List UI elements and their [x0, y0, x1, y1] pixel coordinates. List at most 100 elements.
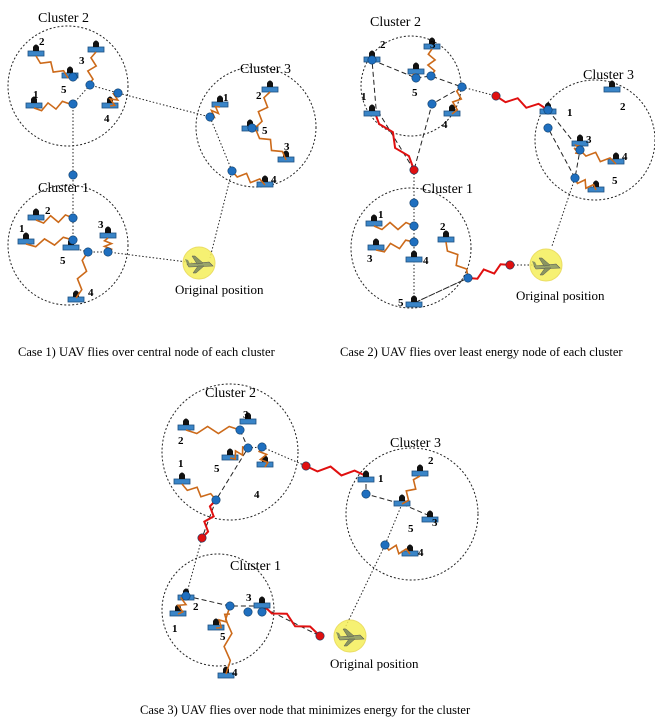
flight-path-dotted [343, 503, 403, 631]
waypoint-icon [457, 82, 467, 92]
sensor-node-icon [87, 40, 105, 53]
node-number: 3 [432, 517, 438, 529]
node-number: 2 [620, 101, 626, 113]
node-number: 1 [361, 91, 367, 103]
node-number: 4 [622, 151, 628, 163]
wireless-link-red [201, 499, 217, 539]
wireless-link-red [495, 95, 549, 111]
node-number: 4 [423, 255, 429, 267]
flight-path-dotted [185, 537, 203, 597]
node-number: 5 [612, 175, 618, 187]
wireless-link-red [373, 109, 415, 171]
node-number: 4 [88, 287, 94, 299]
waypoint-icon [409, 221, 419, 231]
node-number: 2 [380, 39, 386, 51]
waypoint-icon [247, 123, 257, 133]
cluster-title: Cluster 1 [230, 559, 281, 574]
flight-path-dashed [185, 595, 321, 637]
sensor-node-icon [405, 295, 423, 308]
waypoint-icon [205, 112, 215, 122]
node-number: 4 [232, 667, 238, 679]
waypoint-icon [68, 235, 78, 245]
node-number: 3 [98, 219, 104, 231]
wireless-link [375, 239, 415, 253]
node-number: 3 [79, 55, 85, 67]
wireless-link [255, 91, 271, 128]
waypoint-icon [85, 80, 95, 90]
waypoint-icon [543, 123, 553, 133]
uav-icon [182, 246, 216, 280]
waypoint-icon [211, 495, 221, 505]
node-number: 1 [378, 473, 384, 485]
node-number: 3 [367, 253, 373, 265]
cluster-boundary [161, 383, 299, 521]
sensor-node-icon [405, 250, 423, 263]
flight-path-dashed [201, 429, 249, 539]
wireless-link [426, 48, 437, 77]
waypoint-icon [68, 99, 78, 109]
node-number: 2 [256, 90, 262, 102]
sensor-node-icon [367, 238, 385, 251]
cluster-title: Cluster 2 [205, 386, 256, 401]
flight-path-dashed [413, 277, 469, 304]
uav-icon [333, 619, 367, 653]
waypoint-icon [380, 540, 390, 550]
waypoint-icon [367, 55, 377, 65]
waypoint-icon [575, 145, 585, 155]
node-number: 3 [586, 134, 592, 146]
flight-path-dashed [547, 109, 581, 180]
cluster-boundary [195, 66, 317, 188]
node-number: 4 [254, 489, 260, 501]
wireless-link [451, 86, 463, 115]
node-number: 1 [378, 209, 384, 221]
waypoint-icon [181, 591, 191, 601]
flight-path-dotted [551, 177, 576, 247]
waypoint-icon [257, 442, 267, 452]
node-number: 2 [193, 601, 199, 613]
red-waypoint-icon [491, 91, 501, 101]
wireless-link [384, 544, 411, 555]
sensor-node-icon [177, 418, 195, 431]
origin-label: Original position [330, 656, 419, 671]
wireless-link [75, 251, 89, 299]
waypoint-icon [235, 425, 245, 435]
flight-path-dotted [461, 86, 497, 97]
sensor-node-icon [173, 472, 191, 485]
wireless-link [185, 425, 241, 435]
wireless-link [445, 241, 469, 279]
sensor-node-icon [407, 62, 425, 75]
wireless-link [231, 170, 266, 186]
flight-path-dashed [365, 476, 431, 517]
node-number: 5 [398, 297, 404, 309]
cluster-title: Cluster 2 [370, 15, 421, 30]
uav-icon [529, 248, 563, 282]
wireless-link-red [467, 263, 511, 280]
wireless-link-red [261, 603, 321, 637]
node-number: 1 [19, 223, 25, 235]
wireless-link [401, 475, 421, 505]
wireless-link [25, 236, 74, 248]
sensor-node-icon [67, 290, 85, 303]
wireless-link [223, 605, 233, 675]
sensor-node-icon [27, 208, 45, 221]
waypoint-icon [83, 247, 93, 257]
flight-path-dotted [72, 84, 233, 259]
wireless-link [579, 149, 617, 165]
waypoint-icon [68, 170, 78, 180]
cluster-boundary [345, 447, 479, 581]
wireless-link [35, 213, 74, 225]
red-waypoint-icon [315, 631, 325, 641]
waypoint-icon [411, 73, 421, 83]
cluster-boundary [7, 25, 129, 147]
cluster-title: Cluster 3 [390, 436, 441, 451]
sensor-node-icon [411, 464, 429, 477]
waypoint-icon [543, 105, 553, 115]
waypoint-icon [409, 237, 419, 247]
wireless-link [181, 483, 217, 501]
node-number: 5 [60, 255, 66, 267]
wireless-link [35, 55, 69, 79]
node-number: 3 [246, 592, 252, 604]
node-number: 5 [412, 87, 418, 99]
waypoint-icon [103, 247, 113, 257]
